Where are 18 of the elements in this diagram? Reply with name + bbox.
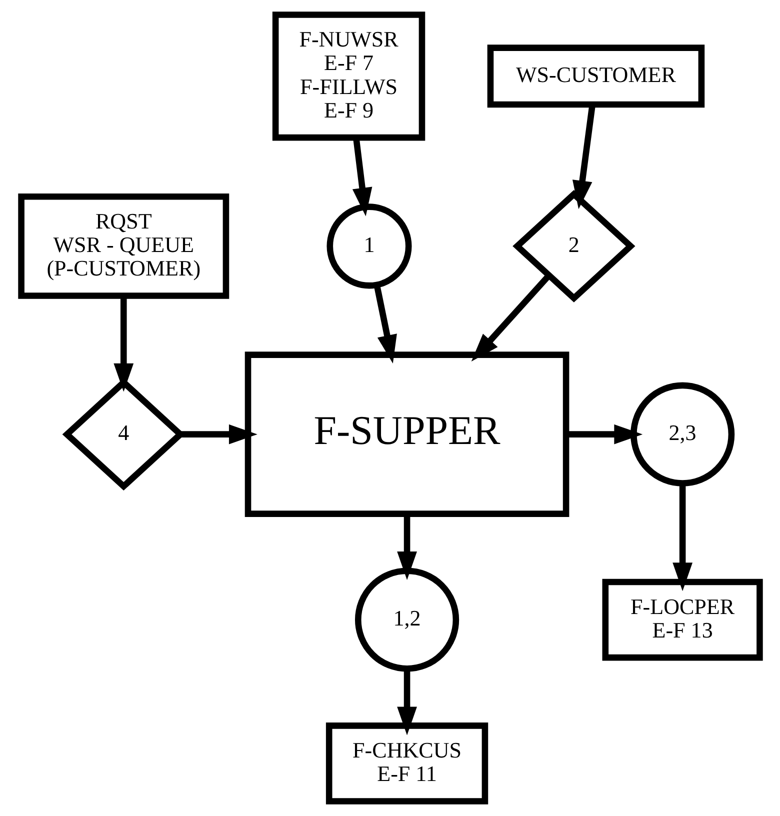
arrow	[470, 273, 551, 362]
arrow	[672, 484, 692, 592]
arrow	[396, 514, 416, 580]
arrow	[113, 296, 134, 392]
node-box: F-SUPPER	[244, 352, 569, 517]
arrow	[352, 138, 372, 216]
node-box: F-NUWSR E-F 7 F-FILLWS E-F 9	[272, 12, 425, 141]
node-circle: 1,2	[354, 568, 459, 672]
node-box: WS-CUSTOMER	[486, 44, 704, 108]
node-circle: 2,3	[630, 382, 734, 486]
node-box: F-CHKCUS E-F 11	[325, 722, 488, 804]
node-circle: 1	[326, 204, 412, 289]
arrow	[180, 424, 257, 444]
node-box: RQST WSR - QUEUE (P-CUSTOMER)	[18, 193, 229, 299]
arrow	[396, 669, 416, 736]
arrow	[373, 284, 396, 364]
node-box: F-LOCPER E-F 13	[602, 578, 762, 661]
node-diamond: 2	[512, 190, 635, 302]
